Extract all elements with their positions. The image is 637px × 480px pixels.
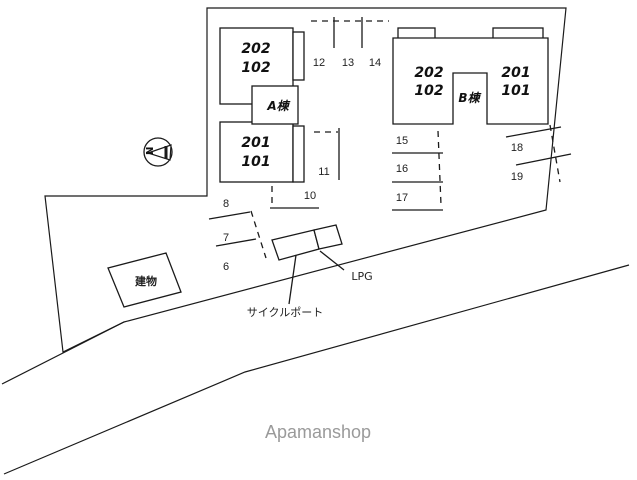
parking-stalls-15-17 bbox=[392, 130, 443, 211]
building-a: 202 102 A棟 201 101 bbox=[219, 27, 305, 183]
building-a-unit-101: 101 bbox=[241, 154, 270, 170]
building-b-unit-102: 102 bbox=[414, 83, 443, 99]
parking-number: 11 bbox=[318, 166, 329, 178]
parking-stalls-12-14 bbox=[311, 17, 389, 48]
building-b-tag: B棟 bbox=[458, 91, 481, 105]
compass-label: N bbox=[145, 147, 156, 155]
parking-number: 17 bbox=[396, 192, 408, 204]
parking-number: 7 bbox=[223, 232, 229, 244]
parking-number: 14 bbox=[369, 57, 381, 69]
parking-number: 6 bbox=[223, 261, 229, 273]
building-a-unit-202: 202 bbox=[241, 41, 270, 57]
north-compass: N bbox=[143, 137, 173, 167]
parking-number: 19 bbox=[511, 171, 523, 183]
parking-number: 10 bbox=[304, 190, 316, 202]
lpg-label: LPG bbox=[351, 270, 372, 283]
parking-number-labels: 6 7 8 10 11 12 13 14 15 16 17 18 19 bbox=[223, 57, 523, 273]
cycle-port-label: サイクルポート bbox=[247, 306, 323, 319]
cycle-port bbox=[271, 224, 345, 305]
road-edge-upper bbox=[1, 321, 125, 385]
building-b-unit-202: 202 bbox=[414, 65, 443, 81]
building-b: 202 102 B棟 201 101 bbox=[392, 27, 549, 125]
parking-number: 16 bbox=[396, 163, 408, 175]
building-b-unit-101: 101 bbox=[501, 83, 530, 99]
building-a-tag: A棟 bbox=[266, 99, 290, 113]
building-a-unit-201: 201 bbox=[241, 135, 270, 151]
parking-number: 15 bbox=[396, 135, 408, 147]
building-a-unit-102: 102 bbox=[241, 60, 270, 76]
other-building: 建物 bbox=[107, 252, 182, 308]
parking-stalls-6-8 bbox=[208, 210, 267, 259]
apamanshop-watermark: Apamanshop bbox=[265, 422, 371, 442]
building-b-unit-201: 201 bbox=[501, 65, 530, 81]
parking-number: 8 bbox=[223, 198, 229, 210]
other-building-label: 建物 bbox=[135, 274, 157, 288]
parking-stall-10 bbox=[270, 186, 319, 209]
parking-stall-11 bbox=[314, 128, 340, 180]
parking-number: 18 bbox=[511, 142, 523, 154]
road-edge-lower bbox=[3, 264, 630, 475]
parking-number: 12 bbox=[313, 57, 325, 69]
parking-number: 13 bbox=[342, 57, 354, 69]
parking-stalls-18-19 bbox=[505, 124, 572, 183]
